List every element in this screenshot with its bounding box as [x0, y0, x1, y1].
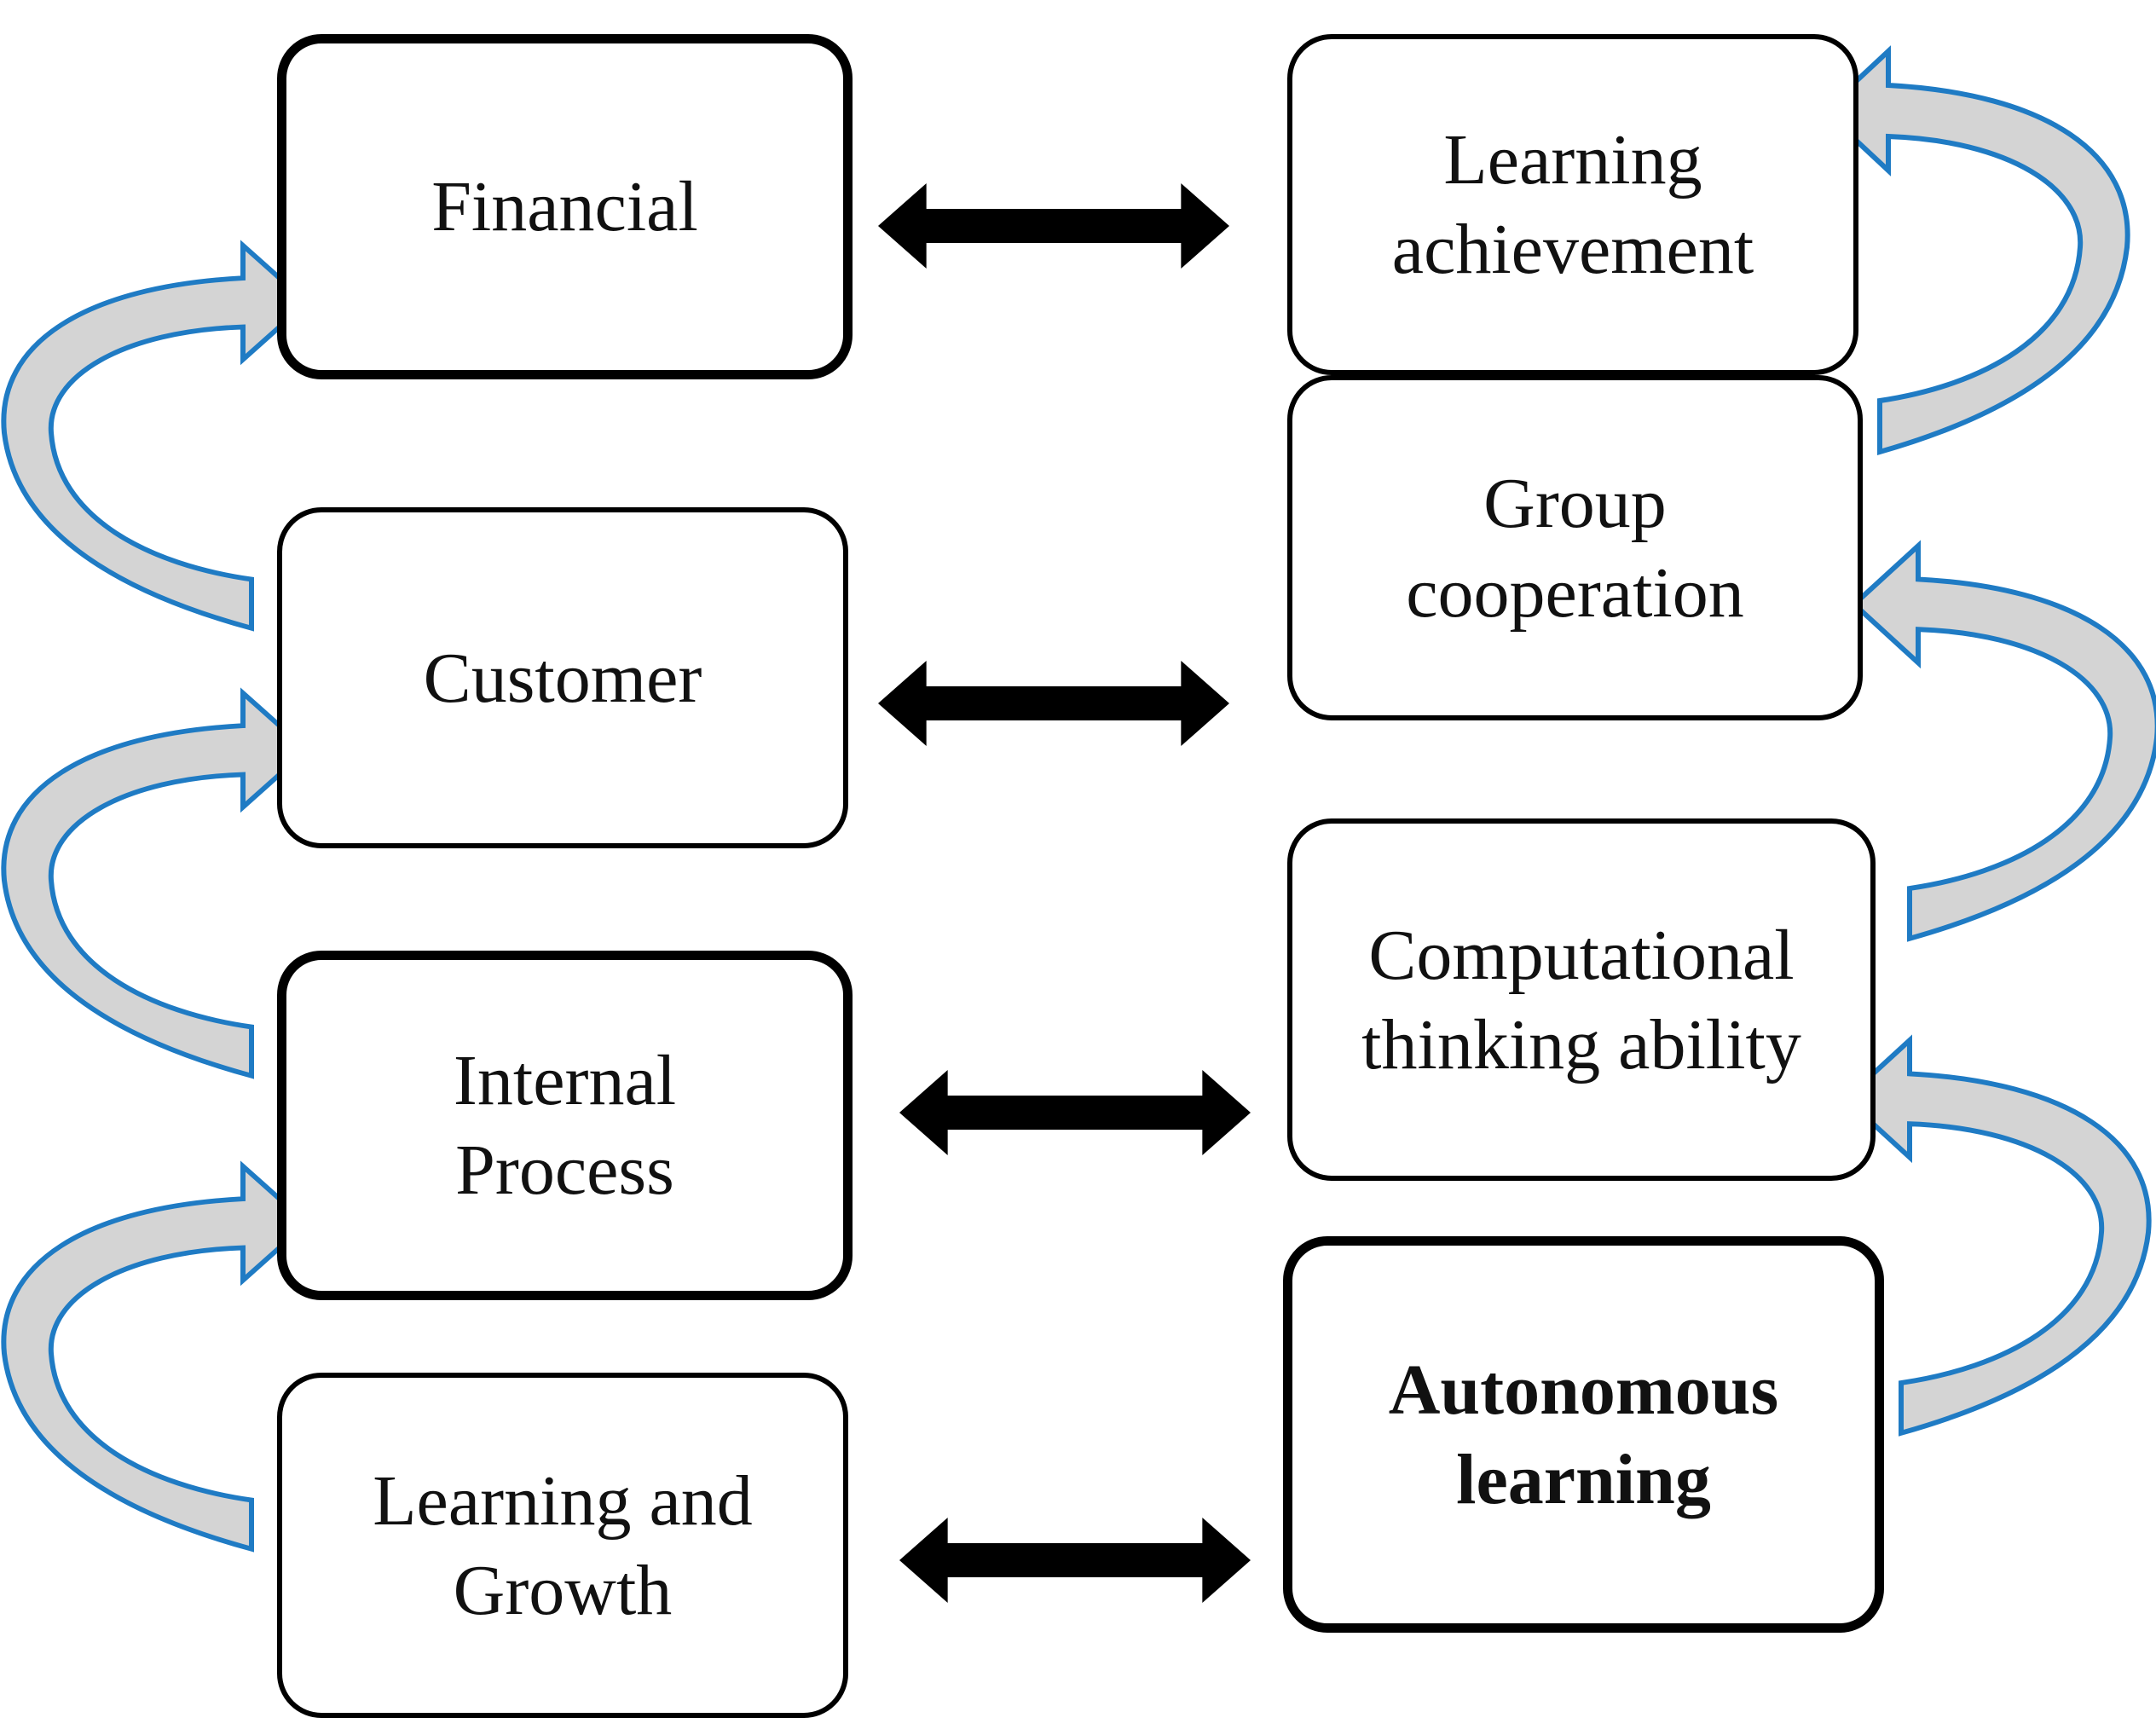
- box-financial-label: Financial: [431, 167, 698, 246]
- box-customer: Customer: [277, 507, 848, 848]
- box-customer-label: Customer: [423, 638, 702, 718]
- connector-customer-group-cooperation: [878, 661, 1229, 746]
- curved-arrow-computational-thinking-to-group-cooperation: [1854, 546, 2156, 939]
- connector-internal-process-computational-thinking: [899, 1070, 1251, 1155]
- connector-learning-and-growth-autonomous-learning: [899, 1518, 1251, 1603]
- box-computational-thinking-ability: Computational thinking ability: [1287, 818, 1876, 1181]
- box-learning-achievement: Learning achievement: [1287, 34, 1858, 375]
- box-learning-and-growth-label: Learning and Growth: [373, 1460, 753, 1630]
- box-autonomous-learning-label: Autonomous learning: [1388, 1350, 1779, 1519]
- curved-arrow-internal-process-to-customer: [3, 693, 307, 1076]
- box-learning-and-growth: Learning and Growth: [277, 1373, 848, 1718]
- box-internal-process: Internal Process: [277, 951, 853, 1300]
- connector-financial-learning-achievement: [878, 183, 1229, 269]
- curved-arrow-learning-and-growth-to-internal-process: [3, 1166, 307, 1549]
- box-group-cooperation-label: Group cooperation: [1406, 463, 1744, 633]
- box-learning-achievement-label: Learning achievement: [1391, 120, 1754, 289]
- box-autonomous-learning: Autonomous learning: [1283, 1236, 1884, 1633]
- box-computational-thinking-ability-label: Computational thinking ability: [1361, 915, 1801, 1084]
- box-internal-process-label: Internal Process: [453, 1041, 677, 1210]
- curved-arrow-autonomous-learning-to-computational-thinking: [1846, 1040, 2149, 1433]
- curved-arrow-customer-to-financial: [3, 246, 307, 628]
- curved-arrow-group-cooperation-to-learning-achievement: [1824, 51, 2128, 452]
- box-group-cooperation: Group cooperation: [1287, 375, 1863, 720]
- box-financial: Financial: [277, 34, 853, 379]
